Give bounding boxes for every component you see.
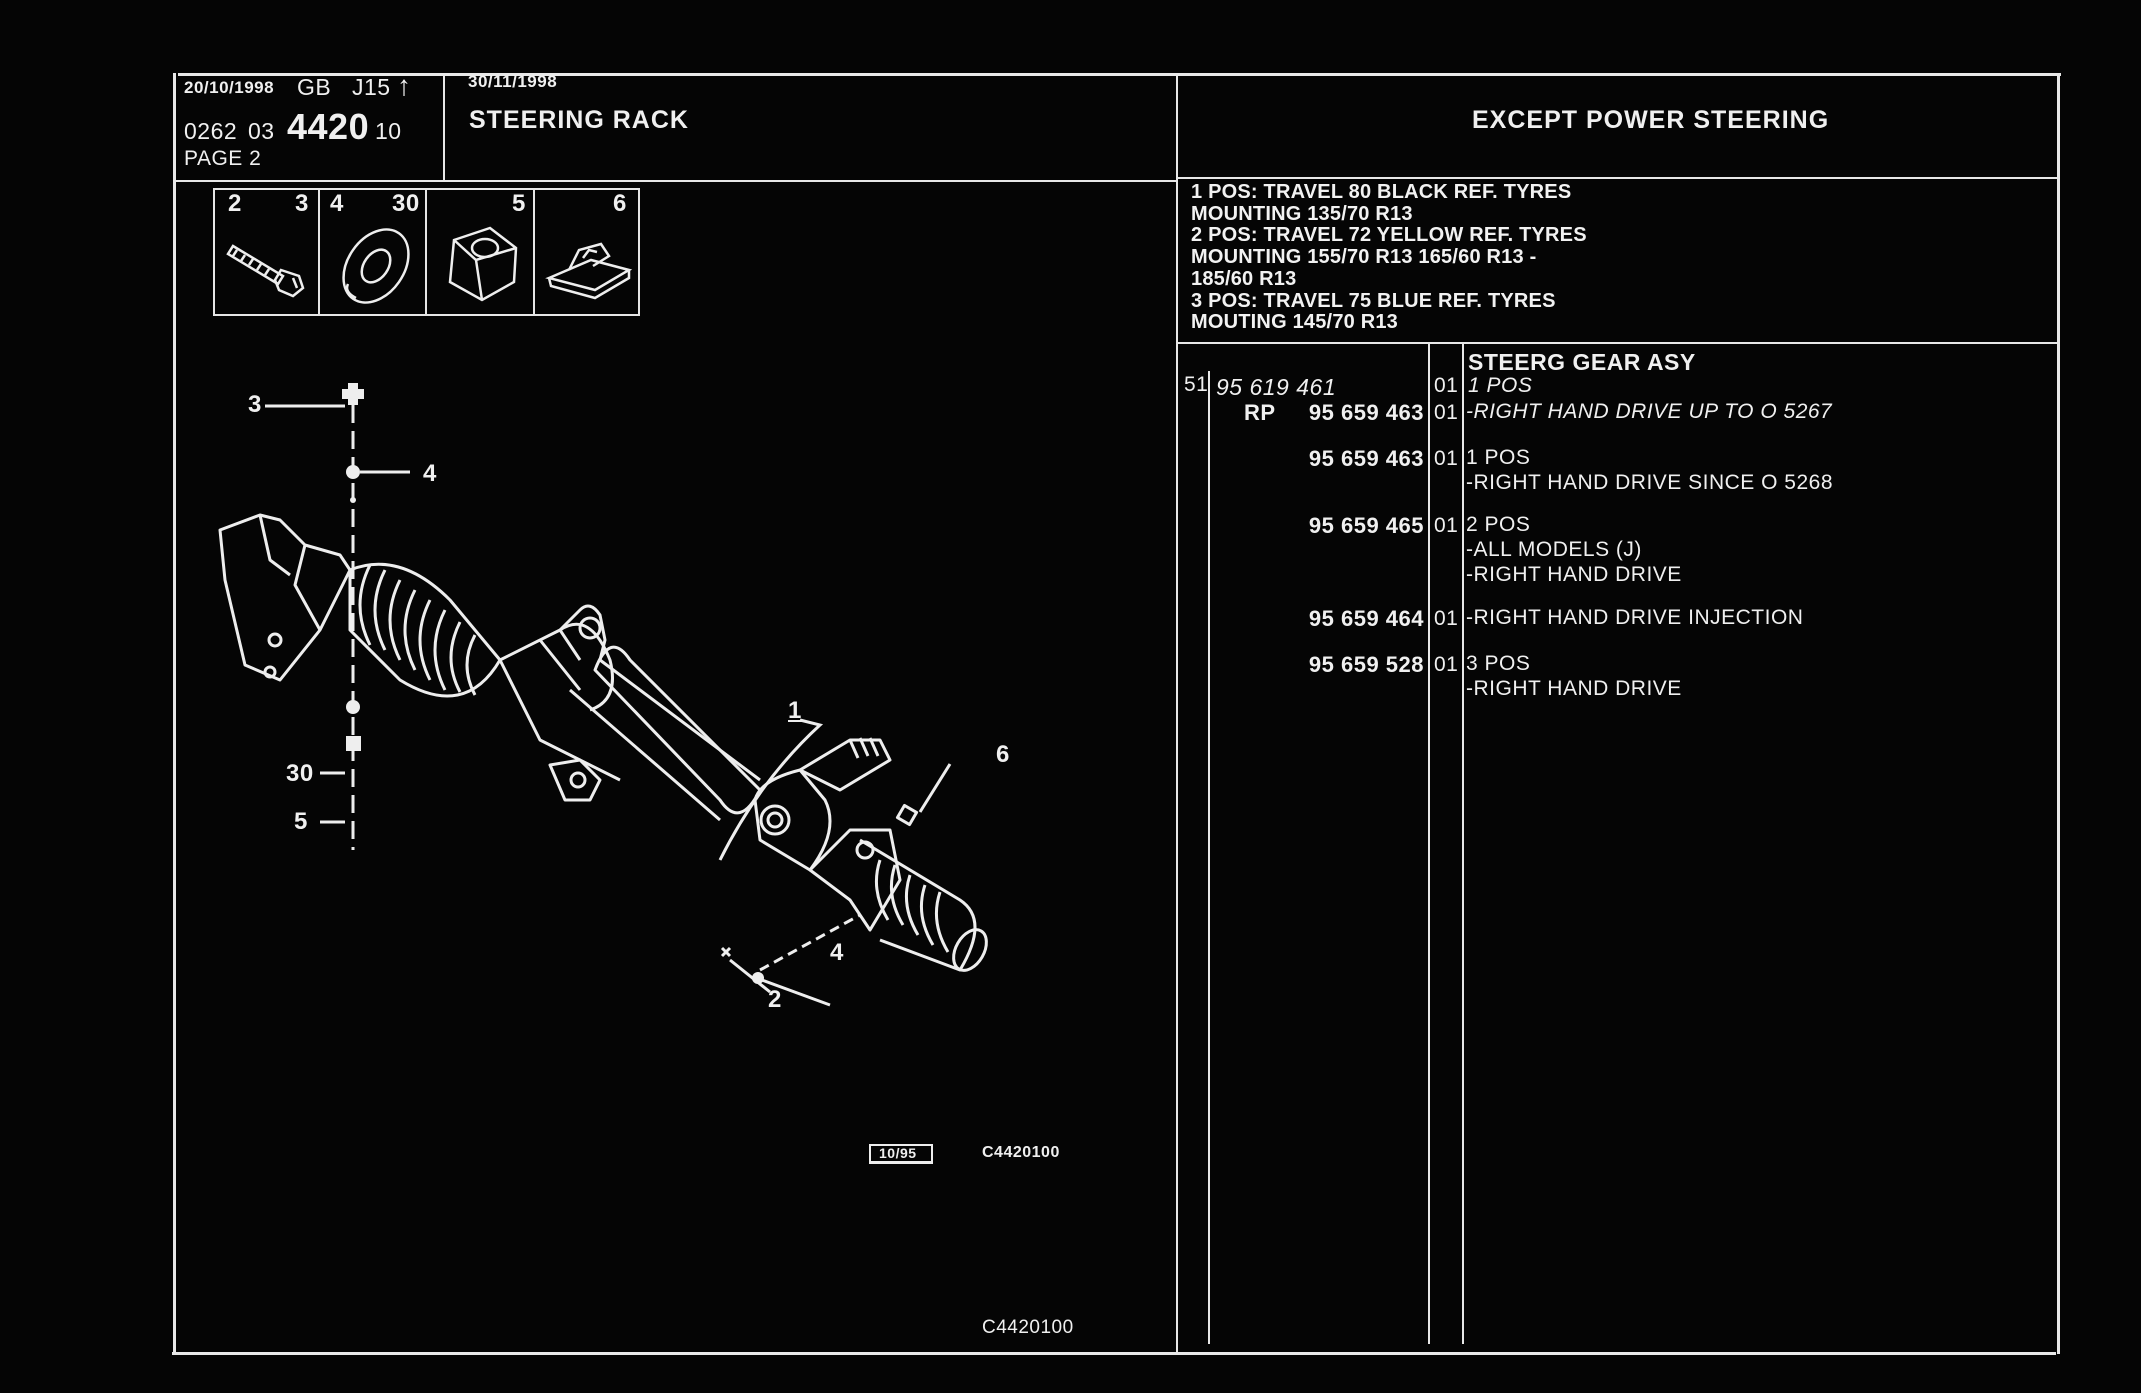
arrow-up-icon: ↑	[397, 70, 412, 101]
header-date2: 30/11/1998	[468, 72, 558, 91]
note-line: MOUTING 145/70 R13	[1191, 311, 1399, 334]
col-line-3	[1462, 344, 1464, 1344]
row-line: 3 POS	[1466, 652, 1531, 675]
row-line: -RIGHT HAND DRIVE UP TO O 5267	[1466, 400, 1833, 423]
note-line: 2 POS: TRAVEL 72 YELLOW REF. TYRES	[1191, 224, 1587, 247]
part-number: 95 659 463	[1308, 446, 1424, 471]
washer-icon	[342, 228, 410, 304]
part-number: 95 659 464	[1308, 606, 1424, 631]
row-qty: 01	[1434, 514, 1459, 537]
nut-icon	[448, 226, 518, 302]
row-line: -RIGHT HAND DRIVE SINCE O 5268	[1466, 471, 1834, 494]
figure-code: C4420100	[982, 1144, 1060, 1161]
part-number: 95 659 463	[1308, 400, 1424, 425]
item-qty: 01	[1434, 374, 1459, 397]
col-line-1	[1208, 371, 1210, 1344]
callout-label: 4	[830, 939, 844, 966]
main-divider	[1176, 75, 1178, 1353]
parts-icon-cell-3: 5	[425, 188, 535, 316]
header-page: PAGE 2	[184, 147, 262, 170]
notes-divider	[1178, 342, 2059, 344]
row-qty: 01	[1434, 607, 1459, 630]
callout-label: 1	[788, 697, 802, 724]
row-line: 1 POS	[1466, 446, 1531, 469]
header-ref-a: 0262	[184, 118, 238, 144]
header-ref-c: 10	[375, 118, 402, 144]
header-country: GB	[297, 74, 332, 100]
col-line-2	[1428, 344, 1430, 1344]
callout-label: 6	[996, 741, 1010, 768]
parts-label-right: 3	[295, 190, 309, 217]
frame-top	[178, 73, 2061, 76]
notes-block: 1 POS: TRAVEL 80 BLACK REF. TYRES MOUNTI…	[1191, 181, 1587, 334]
part-number: 95 659 465	[1308, 513, 1424, 538]
parts-label-right: 6	[613, 190, 627, 217]
callout-label: 4	[423, 460, 437, 487]
header-ref-b: 03	[248, 118, 275, 144]
row-qty: 01	[1434, 653, 1459, 676]
note-line: 1 POS: TRAVEL 80 BLACK REF. TYRES	[1191, 181, 1572, 203]
note-line: MOUNTING 155/70 R13 165/60 R13 -	[1191, 246, 1537, 269]
row-prefix: RP	[1244, 400, 1276, 425]
header-ref-main: 4420	[287, 106, 370, 147]
header-code: J15	[352, 74, 391, 100]
callout-label: 2	[768, 986, 782, 1013]
row-qty: 01	[1434, 447, 1459, 470]
row-line: -RIGHT HAND DRIVE INJECTION	[1466, 606, 1804, 629]
note-line: 3 POS: TRAVEL 75 BLUE REF. TYRES	[1191, 289, 1556, 312]
parts-icon-cell-2: 4 30	[318, 188, 427, 316]
section-title: EXCEPT POWER STEERING	[1472, 106, 1830, 134]
parts-label-right: 5	[512, 190, 526, 217]
bolt-icon	[226, 244, 305, 298]
frame-bottom	[172, 1352, 2056, 1355]
part-number: 95 659 528	[1308, 652, 1424, 677]
row-line: 2 POS	[1466, 513, 1531, 536]
parts-icon-cell-1: 2 3	[213, 188, 320, 316]
header-divider-right	[1178, 177, 2059, 179]
callout-label: 3	[248, 391, 262, 418]
frame-left	[173, 73, 176, 1355]
row-line: 1 POS	[1468, 374, 1533, 397]
callout-label: 30	[286, 760, 314, 787]
header-date1: 20/10/1998	[184, 78, 275, 97]
row-qty: 01	[1434, 401, 1459, 424]
steering-rack-drawing	[218, 383, 988, 1007]
header-divider-left	[176, 180, 1178, 182]
row-line: -ALL MODELS (J)	[1466, 538, 1642, 561]
item-title: STEERG GEAR ASY	[1468, 349, 1696, 375]
row-line: -RIGHT HAND DRIVE	[1466, 563, 1682, 586]
row-line: -RIGHT HAND DRIVE	[1466, 677, 1682, 700]
item-ref: 95 619 461	[1216, 374, 1337, 400]
frame-right	[2057, 75, 2060, 1354]
item-number: 51	[1184, 373, 1209, 396]
parts-icon-cell-4: 6	[533, 188, 640, 316]
parts-label-left: 4	[330, 190, 344, 217]
parts-label-left: 2	[228, 190, 242, 217]
note-line: MOUNTING 135/70 R13	[1191, 202, 1413, 225]
clip-icon	[545, 242, 633, 300]
page-title: STEERING RACK	[469, 106, 689, 134]
parts-label-right: 30	[392, 190, 420, 217]
date-box: 10/95	[869, 1144, 933, 1164]
note-line: 185/60 R13	[1191, 267, 1297, 290]
callout-label: 5	[294, 808, 308, 835]
header-split	[443, 75, 445, 181]
date-box-text: 10/95	[879, 1145, 917, 1161]
figure-code-bottom: C4420100	[982, 1317, 1074, 1338]
